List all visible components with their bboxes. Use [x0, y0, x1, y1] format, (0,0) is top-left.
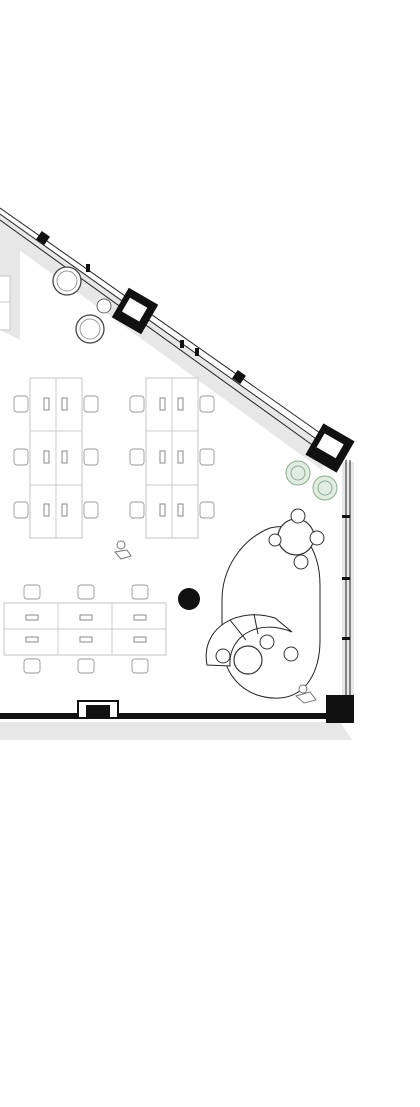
planter	[285, 460, 338, 501]
bottom-wall-shadow	[0, 722, 352, 740]
exterior-wall-shadow	[0, 214, 330, 470]
partial-desk-left	[0, 275, 11, 331]
lounge-chair	[52, 266, 112, 344]
exterior-wall-right	[342, 460, 351, 700]
person-figure	[114, 540, 132, 560]
curved-banquette	[205, 613, 299, 675]
structural-column	[326, 695, 354, 723]
interior-wall-bottom	[0, 700, 340, 719]
exterior-wall-diagonal	[0, 207, 331, 453]
desk-cluster-a	[13, 377, 99, 539]
round-pedestal	[178, 588, 200, 610]
desk-cluster-c	[3, 584, 167, 674]
desk-cluster-b	[129, 377, 215, 539]
structural-column	[111, 287, 159, 335]
structural-column	[305, 423, 355, 473]
lounge-rug	[221, 526, 321, 699]
round-table-upper	[268, 508, 325, 570]
right-wall-shadow	[342, 462, 354, 700]
person-figure	[294, 684, 317, 704]
